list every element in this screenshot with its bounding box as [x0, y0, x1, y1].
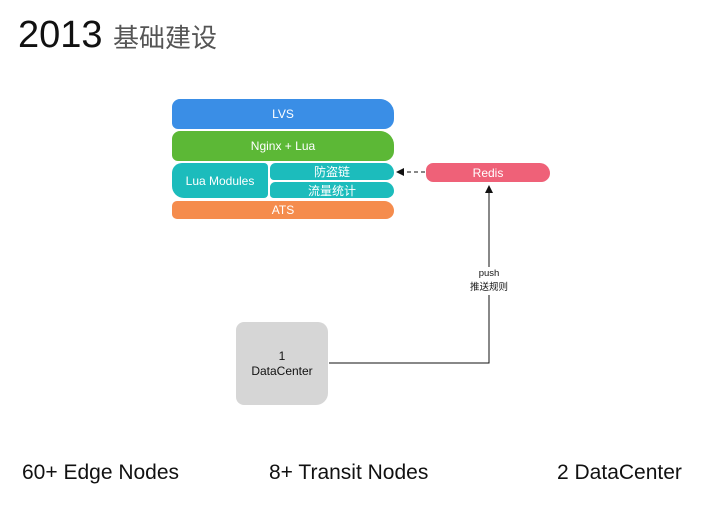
redis-node: Redis	[426, 163, 550, 182]
footer-datacenter: 2 DataCenter	[557, 461, 682, 484]
traffic-stats-module: 流量统计	[270, 182, 394, 198]
push-arrow	[329, 185, 493, 364]
ats-layer: ATS	[172, 201, 394, 219]
footer-transit-nodes: 8+ Transit Nodes	[269, 461, 429, 484]
page-title: 2013 基础建设	[18, 14, 217, 57]
lvs-layer: LVS	[172, 99, 394, 129]
push-label: push 推送规则	[460, 267, 518, 295]
push-label-line2: 推送规则	[469, 282, 508, 293]
datacenter-node: 1 DataCenter	[236, 322, 328, 405]
datacenter-count: 1	[278, 348, 286, 363]
anti-leech-module: 防盗链	[270, 163, 394, 180]
lua-modules-block: Lua Modules	[172, 163, 268, 198]
footer-edge-nodes: 60+ Edge Nodes	[22, 461, 180, 484]
title-year: 2013	[18, 14, 103, 56]
title-subtitle: 基础建设	[113, 24, 218, 54]
nginx-lua-layer: Nginx + Lua	[172, 131, 394, 161]
datacenter-label: DataCenter	[251, 363, 313, 378]
push-label-line1: push	[478, 268, 500, 279]
